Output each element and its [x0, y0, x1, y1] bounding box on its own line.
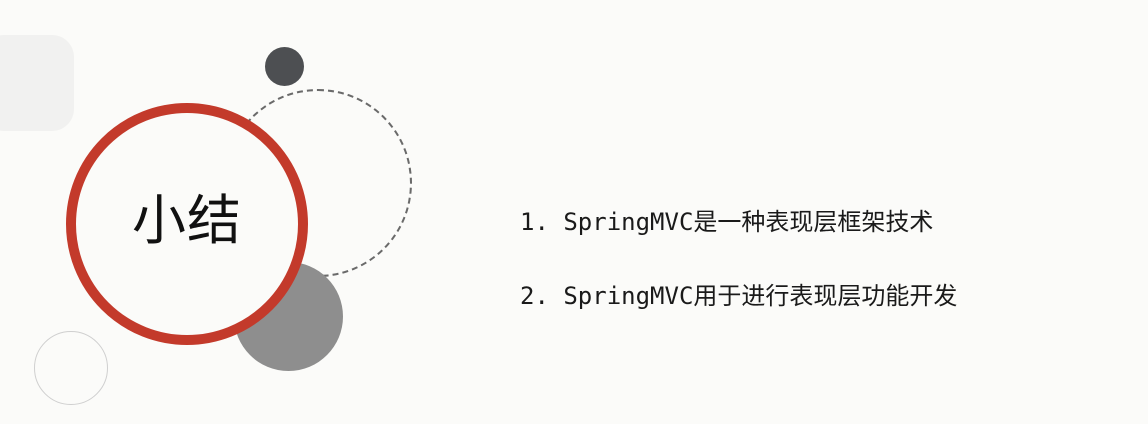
summary-list: 1. SpringMVC是一种表现层框架技术 2. SpringMVC用于进行表…	[520, 206, 957, 354]
slide-title: 小结	[132, 189, 242, 252]
summary-item-2: 2. SpringMVC用于进行表现层功能开发	[520, 282, 958, 310]
small-outline-circle	[34, 331, 108, 405]
title-circle: 小结	[66, 103, 308, 345]
summary-item-1: 1. SpringMVC是一种表现层框架技术	[520, 208, 934, 236]
left-decorative-shape	[0, 35, 74, 131]
dark-decorative-dot	[265, 47, 304, 86]
